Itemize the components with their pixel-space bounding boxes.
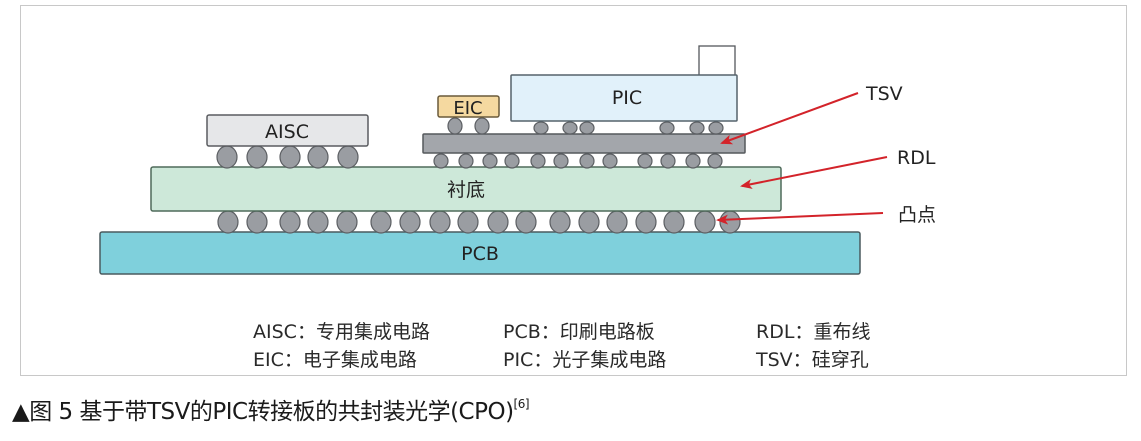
micro-bump bbox=[637, 153, 653, 169]
caption-reference: [6] bbox=[513, 397, 530, 411]
caption-marker-icon: ▲ bbox=[12, 399, 30, 425]
legend-sep: ： bbox=[296, 321, 316, 343]
substrate: 衬底 bbox=[150, 166, 782, 212]
micro-bump bbox=[533, 121, 549, 135]
tsv-arrow bbox=[720, 92, 859, 145]
legend-item-pcb: PCB：印刷电路板 bbox=[503, 318, 756, 346]
micro-bump bbox=[660, 153, 676, 169]
micro-bump bbox=[707, 153, 723, 169]
solder-bump bbox=[246, 210, 268, 234]
legend-desc: 硅穿孔 bbox=[811, 349, 869, 371]
micro-bump bbox=[659, 121, 675, 135]
pcb-label: PCB bbox=[461, 243, 499, 265]
legend-desc: 专用集成电路 bbox=[315, 321, 430, 343]
micro-bump bbox=[685, 153, 701, 169]
legend-abbr: RDL bbox=[756, 321, 795, 343]
tsv-callout-label: TSV bbox=[865, 83, 903, 105]
solder-bump bbox=[337, 145, 359, 169]
legend-desc: 光子集成电路 bbox=[552, 349, 667, 371]
solder-bump bbox=[279, 145, 301, 169]
fiber-coupler-block bbox=[698, 45, 736, 77]
solder-bump bbox=[399, 210, 421, 234]
legend-sep: ： bbox=[533, 349, 553, 371]
caption-figure-number: 图 5 bbox=[29, 399, 73, 425]
solder-bump bbox=[515, 210, 537, 234]
micro-bump bbox=[458, 153, 474, 169]
aisc-chip: AISC bbox=[206, 114, 369, 147]
legend-item-pic: PIC：光子集成电路 bbox=[503, 346, 756, 374]
bump-arrow bbox=[716, 212, 884, 225]
solder-bump bbox=[663, 210, 685, 234]
bumps-aisc-to-substrate bbox=[216, 145, 359, 169]
interposer-tsv bbox=[422, 133, 746, 154]
solder-bump bbox=[307, 210, 329, 234]
rdl-callout-label: RDL bbox=[897, 147, 936, 169]
eic-chip: EIC bbox=[437, 95, 500, 119]
legend-sep: ： bbox=[792, 349, 812, 371]
bumps-eic-to-interposer bbox=[447, 117, 490, 135]
micro-bump bbox=[433, 153, 449, 169]
legend-item-rdl: RDL：重布线 bbox=[756, 318, 870, 346]
micro-bump bbox=[689, 121, 705, 135]
caption-text: 基于带TSV的PIC转接板的共封装光学(CPO) bbox=[79, 399, 514, 425]
bump-callout-label: 凸点 bbox=[898, 204, 936, 226]
solder-bump bbox=[216, 145, 238, 169]
pic-label: PIC bbox=[612, 87, 642, 109]
solder-bump bbox=[606, 210, 628, 234]
legend-row: EIC：电子集成电路 PIC：光子集成电路 TSV：硅穿孔 bbox=[253, 346, 870, 374]
aisc-label: AISC bbox=[265, 121, 309, 143]
solder-bump bbox=[635, 210, 657, 234]
legend-abbr: TSV bbox=[756, 349, 793, 371]
bumps-substrate-to-pcb bbox=[217, 210, 741, 234]
rdl-arrow bbox=[740, 156, 888, 189]
micro-bump bbox=[474, 117, 490, 135]
legend-abbr: EIC bbox=[253, 349, 284, 371]
eic-label: EIC bbox=[453, 98, 482, 119]
micro-bump bbox=[447, 117, 463, 135]
legend-item-eic: EIC：电子集成电路 bbox=[253, 346, 503, 374]
legend-item-aisc: AISC：专用集成电路 bbox=[253, 318, 503, 346]
legend-desc: 重布线 bbox=[813, 321, 871, 343]
pic-chip: PIC bbox=[510, 74, 738, 122]
pcb-board: PCB bbox=[99, 231, 861, 275]
solder-bump bbox=[307, 145, 329, 169]
solder-bump bbox=[578, 210, 600, 234]
legend-sep: ： bbox=[794, 321, 814, 343]
solder-bump bbox=[457, 210, 479, 234]
micro-bump bbox=[708, 121, 724, 135]
micro-bump bbox=[579, 121, 595, 135]
solder-bump bbox=[694, 210, 716, 234]
legend-row: AISC：专用集成电路 PCB：印刷电路板 RDL：重布线 bbox=[253, 318, 870, 346]
micro-bump bbox=[602, 153, 618, 169]
legend-desc: 电子集成电路 bbox=[302, 349, 417, 371]
solder-bump bbox=[336, 210, 358, 234]
legend-sep: ： bbox=[283, 349, 303, 371]
solder-bump bbox=[429, 210, 451, 234]
legend-abbr: PCB bbox=[503, 321, 541, 343]
micro-bump bbox=[530, 153, 546, 169]
legend-sep: ： bbox=[540, 321, 560, 343]
micro-bump bbox=[504, 153, 520, 169]
abbreviation-legend: AISC：专用集成电路 PCB：印刷电路板 RDL：重布线 EIC：电子集成电路… bbox=[253, 318, 870, 374]
legend-abbr: AISC bbox=[253, 321, 297, 343]
solder-bump bbox=[719, 210, 741, 234]
legend-abbr: PIC bbox=[503, 349, 534, 371]
bumps-pic-to-interposer bbox=[533, 121, 724, 135]
micro-bump bbox=[553, 153, 569, 169]
legend-desc: 印刷电路板 bbox=[559, 321, 655, 343]
micro-bump bbox=[562, 121, 578, 135]
solder-bump bbox=[279, 210, 301, 234]
solder-bump bbox=[217, 210, 239, 234]
legend-item-tsv: TSV：硅穿孔 bbox=[756, 346, 869, 374]
solder-bump bbox=[487, 210, 509, 234]
micro-bump bbox=[482, 153, 498, 169]
solder-bump bbox=[370, 210, 392, 234]
substrate-label: 衬底 bbox=[447, 179, 485, 201]
micro-bump bbox=[579, 153, 595, 169]
solder-bump bbox=[549, 210, 571, 234]
solder-bump bbox=[246, 145, 268, 169]
figure-caption: ▲图 5 基于带TSV的PIC转接板的共封装光学(CPO)[6] bbox=[12, 392, 530, 426]
bumps-interposer-to-substrate bbox=[433, 153, 723, 169]
